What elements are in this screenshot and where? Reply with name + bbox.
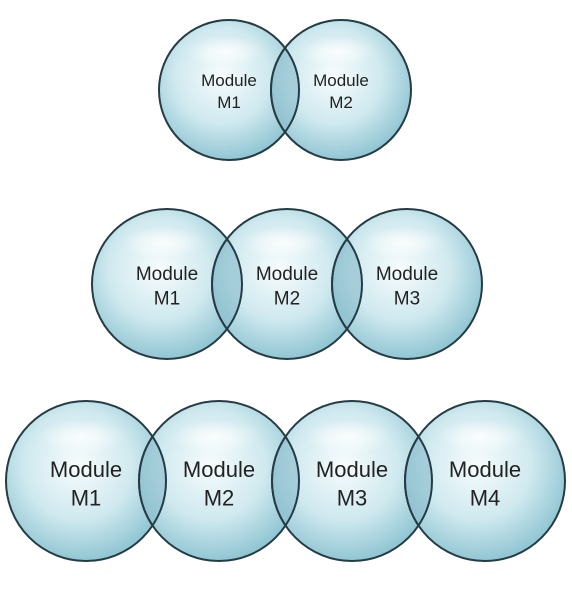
- module-label-name: Module: [256, 264, 318, 285]
- module-gloss: [187, 36, 264, 67]
- module-label-id: M1: [71, 486, 102, 511]
- module-label-id: M1: [217, 93, 241, 112]
- module-gloss: [362, 226, 445, 260]
- module-overlap: [211, 237, 243, 331]
- module-gloss: [38, 419, 126, 455]
- module-label-name: Module: [183, 457, 255, 482]
- module-gloss: [304, 419, 392, 455]
- module-label-id: M2: [204, 486, 235, 511]
- module-label-id: M1: [154, 289, 180, 310]
- module-label-id: M2: [274, 289, 300, 310]
- module-label-id: M2: [329, 93, 353, 112]
- module-gloss: [171, 419, 259, 455]
- module-overlap: [271, 434, 300, 528]
- module-label-name: Module: [136, 264, 198, 285]
- module-label-id: M3: [337, 486, 368, 511]
- module-overlap: [404, 434, 433, 528]
- module-overlap: [138, 434, 167, 528]
- diagram-rows: ModuleM1ModuleM2ModuleM1ModuleM2ModuleM3…: [5, 19, 566, 562]
- module-label-id: M4: [470, 486, 501, 511]
- module-overlap: [270, 46, 300, 134]
- module-gloss: [242, 226, 325, 260]
- module-gloss: [122, 226, 205, 260]
- module-label-name: Module: [376, 264, 438, 285]
- module-label-name: Module: [201, 71, 257, 90]
- module-label-name: Module: [313, 71, 369, 90]
- module-label-id: M3: [394, 289, 420, 310]
- module-label-name: Module: [50, 457, 122, 482]
- module-gloss: [299, 36, 376, 67]
- module-overlap: [331, 237, 363, 331]
- module-label-name: Module: [316, 457, 388, 482]
- module-label-name: Module: [449, 457, 521, 482]
- module-gloss: [437, 419, 525, 455]
